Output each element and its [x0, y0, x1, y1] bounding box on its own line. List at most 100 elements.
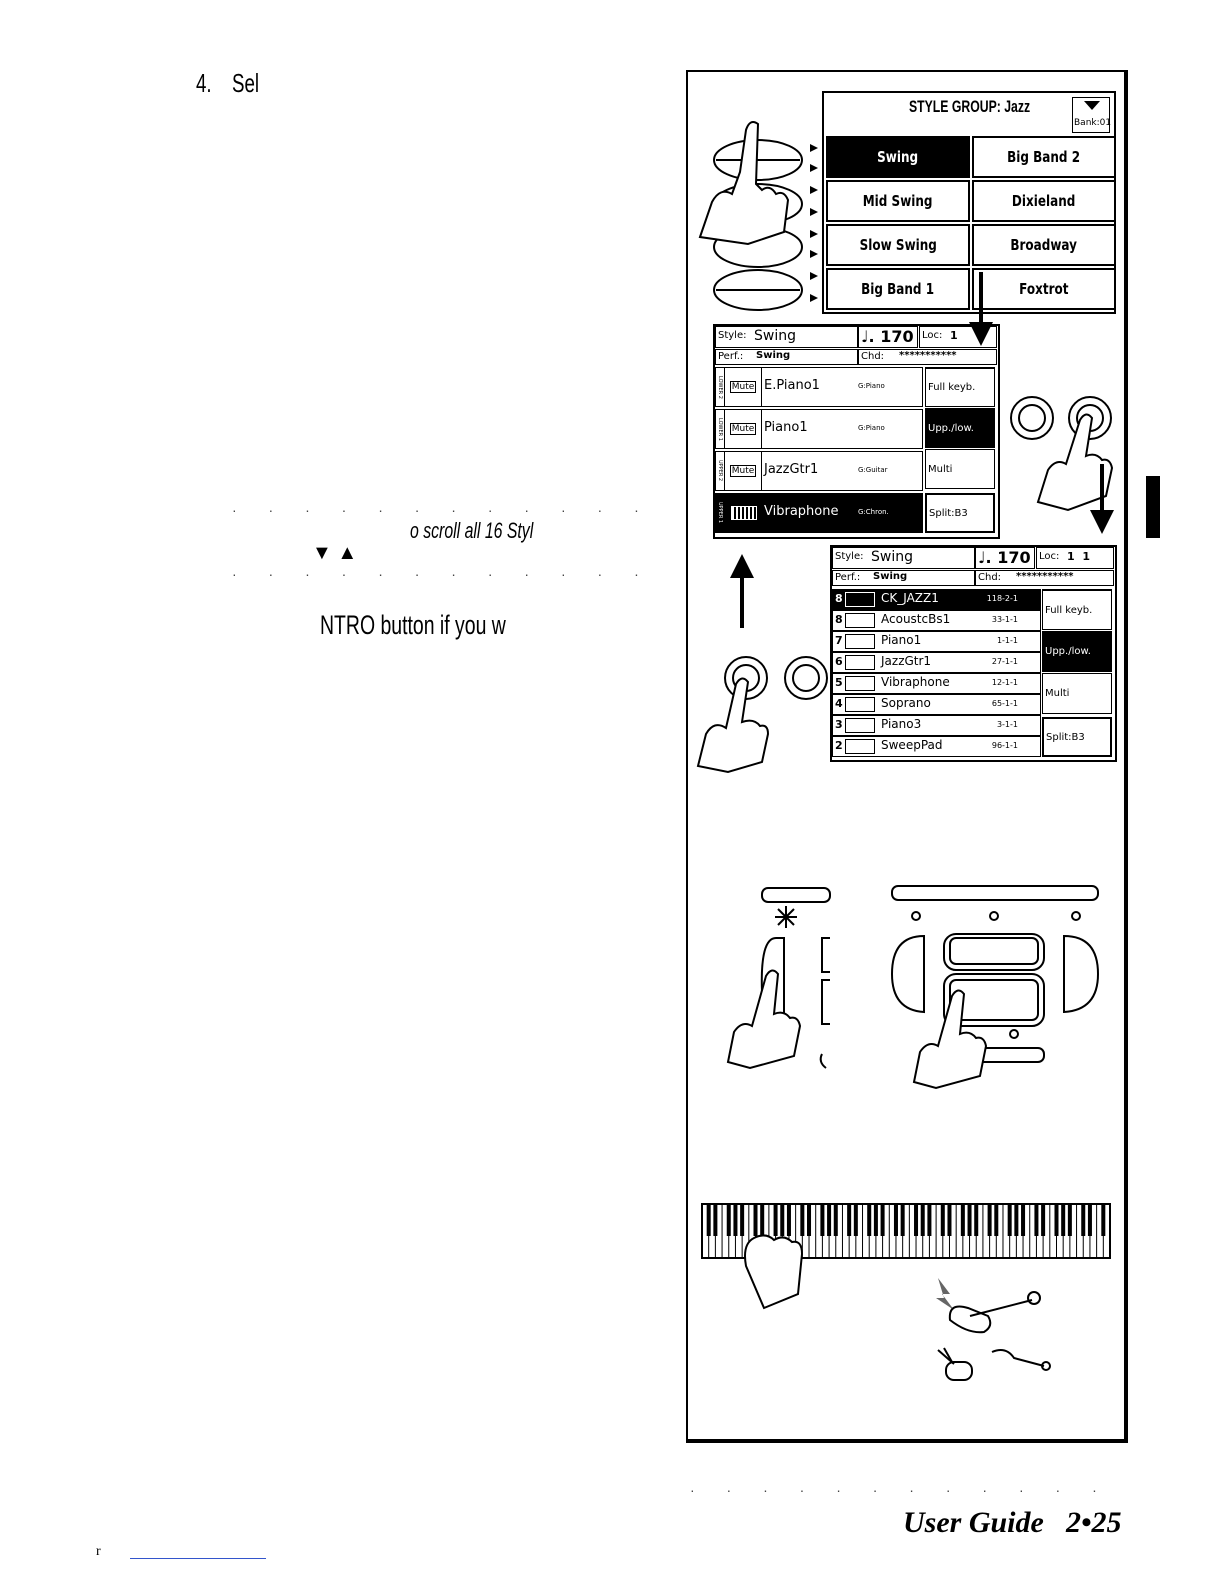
loc-value: 1: [950, 329, 958, 342]
mute-label: Mute: [729, 423, 757, 435]
black-key: [807, 1204, 812, 1236]
keyboard-mode-option[interactable]: Upp./low.: [1042, 631, 1112, 672]
track-value: 65-1-1: [991, 699, 1018, 708]
style-group-title: STYLE GROUP: Jazz: [909, 97, 1031, 116]
note-divider-top: · · · · · · · · · · · · · · · · · · · · …: [232, 502, 642, 518]
black-key: [960, 1204, 965, 1236]
split-point-2[interactable]: Split:B3: [1042, 717, 1112, 757]
black-key: [1041, 1204, 1046, 1236]
track-status-icon: [845, 739, 875, 754]
black-key: [1081, 1204, 1086, 1236]
black-key: [847, 1204, 852, 1236]
style-value: Swing: [754, 328, 796, 344]
style-button[interactable]: Swing: [826, 136, 970, 178]
black-key: [733, 1204, 738, 1236]
track-name: AcoustcBs1: [881, 612, 951, 626]
track-status-icon: [845, 676, 875, 691]
sound-name: Piano1: [764, 420, 808, 435]
hand-pointing-icon: [698, 121, 803, 311]
split-label: Split:B3: [929, 507, 968, 519]
mute-label: Mute: [729, 381, 757, 393]
keyboard-mode-option[interactable]: Multi: [925, 449, 995, 489]
black-key: [800, 1204, 805, 1236]
track-value: 96-1-1: [991, 741, 1018, 750]
style-button[interactable]: Foxtrot: [972, 268, 1116, 310]
style-button[interactable]: Big Band 2: [972, 136, 1116, 178]
scroll-arrows-icon: ▼ ▲: [312, 542, 358, 564]
style-button[interactable]: Dixieland: [972, 180, 1116, 222]
style-label-2: Style:: [835, 551, 864, 562]
style-button[interactable]: Big Band 1: [826, 268, 970, 310]
black-key: [1087, 1204, 1092, 1236]
chord-value: ***********: [899, 350, 957, 361]
style-button-label: Foxtrot: [1019, 280, 1069, 298]
arrow-down-icon: [1090, 464, 1114, 534]
keyboard-mode-label: Multi: [928, 463, 953, 475]
loc-field: Loc: 1: [919, 326, 997, 348]
pointer-arrow-icon: [810, 250, 818, 258]
track-name: Soprano: [881, 696, 931, 710]
split-point[interactable]: Split:B3: [925, 493, 995, 533]
perf-label: Perf.:: [718, 351, 744, 362]
sound-name: JazzGtr1: [764, 462, 819, 477]
track-status-icon: [845, 697, 875, 712]
keyboard-mode-option[interactable]: Full keyb.: [925, 367, 995, 407]
chord-label-2: Chd:: [978, 572, 1002, 583]
black-key: [1021, 1204, 1026, 1236]
track-number: 8: [835, 613, 843, 626]
keyboard-mode-option[interactable]: Upp./low.: [925, 408, 995, 448]
track-value: 33-1-1: [991, 615, 1018, 624]
keyboard-mode-label: Upp./low.: [1045, 646, 1091, 657]
track-number: 5: [835, 676, 843, 689]
pointer-arrow-icon: [810, 164, 818, 172]
style-button[interactable]: Broadway: [972, 224, 1116, 266]
keyboard-mode-option[interactable]: Full keyb.: [1042, 589, 1112, 630]
black-key: [974, 1204, 979, 1236]
black-key: [873, 1204, 878, 1236]
footer-link-line[interactable]: [130, 1558, 266, 1559]
track-mute-button[interactable]: [724, 493, 762, 533]
tempo-field: ♩. 170: [858, 326, 918, 348]
keyboard-mode-option[interactable]: Multi: [1042, 673, 1112, 714]
track-status-icon: [845, 613, 875, 628]
hand-pointing-icon: [726, 969, 988, 1090]
style-button-label: Big Band 1: [861, 280, 935, 298]
style-button-label: Broadway: [1010, 236, 1078, 254]
track-number: 3: [835, 718, 843, 731]
track-sound[interactable]: JazzGtr1 G:Guitar: [761, 451, 923, 491]
black-key: [920, 1204, 925, 1236]
track-value: 118-2-1: [986, 594, 1018, 603]
loc-label-2: Loc:: [1039, 551, 1060, 562]
hand-pointing-icon: [1036, 413, 1114, 512]
track-name: SweepPad: [881, 738, 943, 752]
round-button-lower-right[interactable]: [784, 656, 828, 700]
track-side-text: UPPER 1: [717, 502, 723, 524]
arrow-down-icon: [969, 272, 993, 346]
style-button[interactable]: Mid Swing: [826, 180, 970, 222]
track-name: JazzGtr1: [881, 654, 932, 668]
black-key: [713, 1204, 718, 1236]
sound-group: G:Piano: [858, 382, 885, 390]
footer-left-char: r: [96, 1544, 101, 1559]
bank-selector[interactable]: Bank:01: [1072, 97, 1111, 133]
keyboard-mode-label: Upp./low.: [928, 422, 974, 434]
tempo-value: ♩. 170: [861, 327, 914, 346]
sound-group: G:Guitar: [858, 466, 888, 474]
round-button-left[interactable]: [1010, 396, 1054, 440]
track-value: 12-1-1: [991, 678, 1018, 687]
style-button[interactable]: Slow Swing: [826, 224, 970, 266]
track-status-icon: [845, 718, 875, 733]
track-value: 27-1-1: [991, 657, 1018, 666]
track-row[interactable]: 8 AcoustcBs1 33-1-1: [832, 610, 1041, 631]
